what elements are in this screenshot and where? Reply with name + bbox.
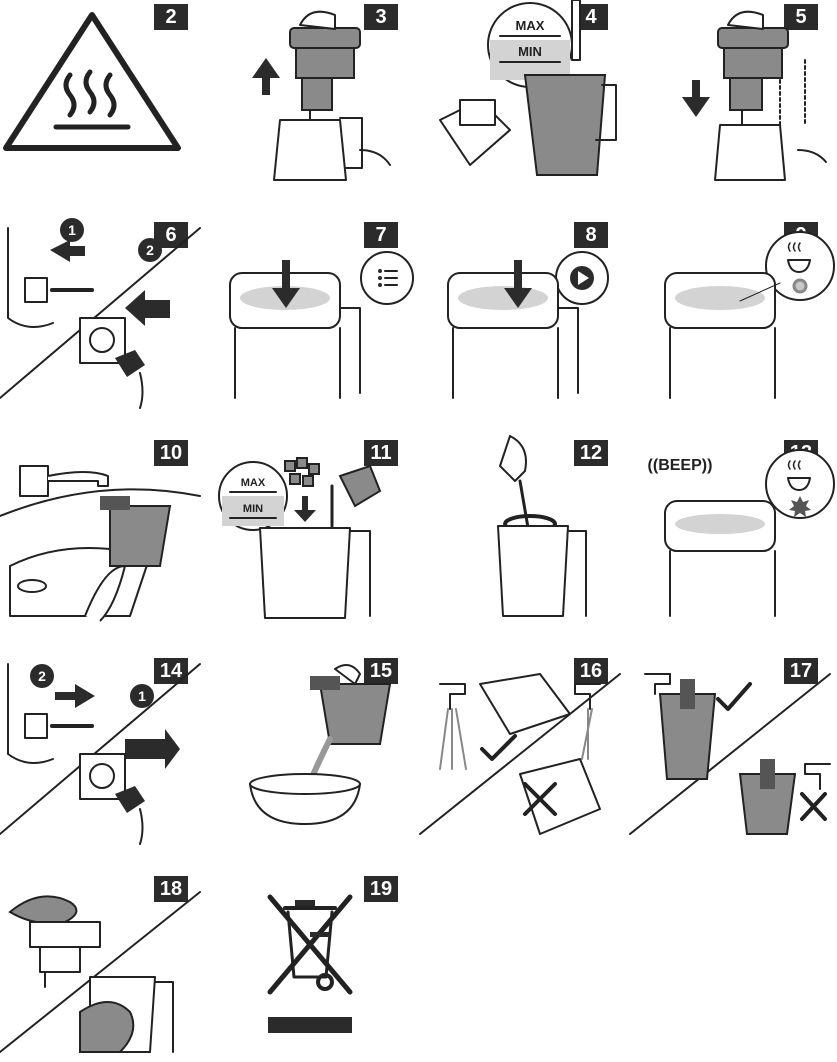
step-number-badge: 5 [784, 4, 818, 30]
step-number-badge: 16 [574, 658, 608, 684]
max-label: MAX [516, 18, 545, 33]
blinking-light-icon [789, 496, 811, 517]
step-number-badge: 8 [574, 222, 608, 248]
indicator-light-illustration [664, 231, 835, 399]
step-6-panel: 6 1 2 [0, 218, 201, 409]
step-number-badge: 3 [364, 4, 398, 30]
step-number-badge: 15 [364, 658, 398, 684]
step-2-panel: 2 [0, 0, 200, 190]
step-16-panel: 16 [419, 654, 621, 844]
order-number: 2 [38, 668, 46, 684]
step-number-badge: 14 [154, 658, 188, 684]
step-number-badge: 11 [364, 440, 398, 466]
step-number-badge: 7 [364, 222, 398, 248]
step-17-panel: 17 [629, 654, 831, 844]
insert-motor-unit-illustration [682, 10, 827, 181]
order-badge-first [60, 218, 84, 242]
check-icon [716, 682, 752, 711]
step-number-badge: 18 [154, 876, 188, 902]
step-15-panel: 15 [210, 654, 410, 844]
arrow-left-icon [50, 240, 85, 262]
bowl-icon [787, 477, 811, 491]
steam-icon [787, 242, 801, 252]
step-10-panel: 10 [0, 436, 201, 626]
step-12-panel: 12 [420, 435, 620, 626]
step-number-badge: 19 [364, 876, 398, 902]
step-18-panel: 18 [0, 872, 201, 1062]
pour-soup-illustration [249, 664, 392, 825]
check-icon [480, 734, 517, 761]
min-label: MIN [518, 44, 542, 59]
min-label: MIN [243, 503, 263, 515]
bowl-icon [787, 259, 811, 273]
menu-icon [378, 269, 398, 287]
step-11-panel: 11 MAX MIN [210, 436, 410, 626]
weee-disposal-icon [267, 894, 353, 1033]
step-9-panel: 9 [630, 218, 835, 408]
arrow-right-icon [55, 684, 95, 708]
fill-jug-illustration: MAX MIN [439, 0, 617, 176]
press-start-button-illustration [447, 251, 609, 399]
step-7-panel: 7 [210, 218, 414, 408]
steam-icon [787, 460, 801, 470]
hot-surface-warning-icon [3, 12, 181, 151]
add-ingredients-illustration: MAX MIN [218, 457, 382, 619]
order-number: 2 [146, 242, 154, 258]
arrow-down-icon [294, 496, 316, 522]
rinse-jug-illustration [0, 465, 201, 622]
arrow-down-icon [504, 260, 532, 308]
step-19-panel: 19 [210, 872, 410, 1062]
step-14-panel: 14 2 1 [0, 654, 201, 845]
max-label: MAX [241, 477, 266, 489]
arrow-right-icon [125, 729, 180, 769]
arrow-down-icon [682, 80, 710, 117]
step-8-panel: 8 [420, 218, 620, 408]
order-badge-second [138, 238, 162, 262]
plug-in-illustration: 1 2 [0, 218, 201, 409]
order-badge-second [130, 684, 154, 708]
clean-jug-illustration [629, 673, 831, 835]
order-badge-first [30, 664, 54, 688]
indicator-light-icon [792, 278, 808, 294]
order-number: 1 [138, 688, 146, 704]
step-number-badge: 17 [784, 658, 818, 684]
vegetable-cubes-icon [284, 457, 320, 487]
order-number: 1 [68, 222, 76, 238]
unplug-illustration: 2 1 [0, 663, 201, 845]
stir-ingredients-illustration [497, 435, 587, 617]
step-3-panel: 3 [210, 0, 410, 190]
step-number-badge: 12 [574, 440, 608, 466]
step-5-panel: 5 [630, 0, 830, 190]
wipe-clean-illustration [0, 891, 201, 1053]
lift-motor-unit-illustration [252, 10, 391, 181]
beep-label: ((BEEP)) [648, 457, 713, 474]
step-number-badge: 2 [154, 4, 188, 30]
beep-done-illustration: ((BEEP)) [648, 449, 835, 617]
press-menu-button-illustration [229, 251, 414, 399]
step-number-badge: 10 [154, 440, 188, 466]
step-13-panel: 13 ((BEEP)) [630, 436, 835, 626]
arrow-left-icon [125, 290, 170, 326]
arrow-up-icon [252, 58, 280, 95]
step-4-panel: 4 MAX MIN [420, 0, 620, 190]
clean-motor-unit-illustration [419, 673, 621, 835]
arrow-down-icon [272, 260, 300, 308]
